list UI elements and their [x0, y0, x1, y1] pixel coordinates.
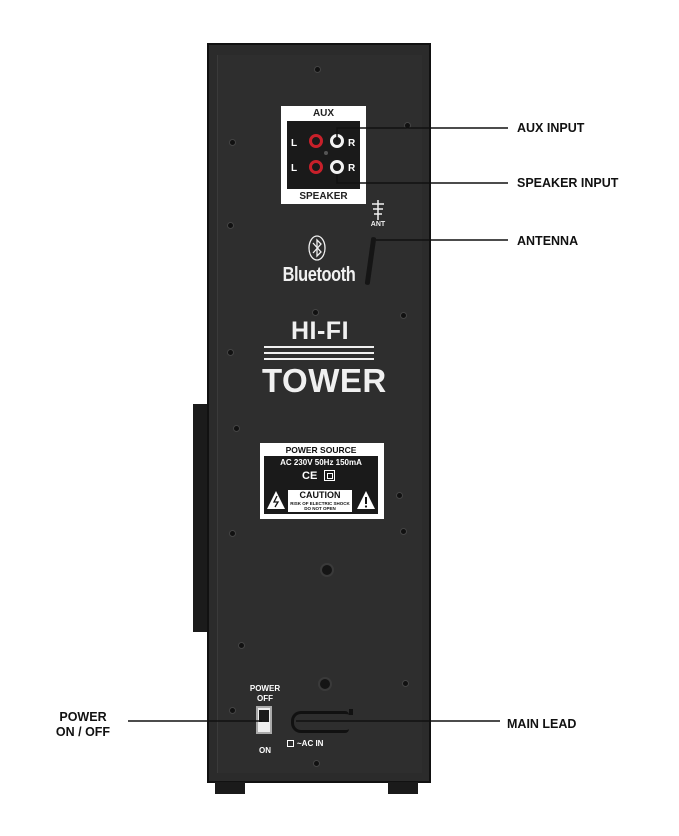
ce-mark: CE	[302, 470, 318, 482]
power-callout-line-1: POWER	[59, 710, 107, 724]
screw	[318, 677, 332, 691]
logo-stripe	[264, 352, 374, 354]
ac-in-label: ~AC IN	[297, 739, 324, 748]
screw	[396, 492, 403, 499]
caution-title: CAUTION	[299, 490, 341, 500]
ac-in-icon	[287, 740, 294, 747]
screw	[229, 530, 236, 537]
power-spec: AC 230V 50Hz 150mA	[280, 458, 362, 467]
screw	[313, 760, 320, 767]
screw	[400, 312, 407, 319]
aux-title: AUX	[312, 108, 335, 119]
aux-input-callout: AUX INPUT	[517, 121, 585, 135]
speaker-left-jack[interactable]	[309, 160, 323, 174]
screw	[312, 309, 319, 316]
power-callout-line-2: ON / OFF	[55, 725, 111, 739]
speaker-input-leader	[336, 175, 508, 184]
main-lead-callout: MAIN LEAD	[507, 717, 577, 731]
cable-end	[349, 709, 353, 715]
jack-plate	[287, 121, 360, 189]
aux-left-jack[interactable]	[309, 134, 323, 148]
antenna-label: ANT	[370, 221, 386, 228]
speaker-input-callout: SPEAKER INPUT	[517, 176, 619, 190]
speaker-left-label: L	[291, 163, 298, 174]
caution-line-1: RISK OF ELECTRIC SHOCK	[290, 501, 350, 506]
hifi-logo-text: HI-FI	[290, 317, 350, 345]
speaker-title: SPEAKER	[299, 191, 348, 202]
logo-stripe	[264, 358, 374, 360]
on-label: ON	[259, 746, 271, 755]
power-switch-rocker[interactable]	[259, 710, 269, 722]
screw	[229, 139, 236, 146]
screw	[400, 528, 407, 535]
jack-plate-screw	[324, 151, 328, 155]
screw	[320, 563, 334, 577]
double-insulation-icon	[324, 470, 335, 481]
bluetooth-icon	[308, 235, 326, 261]
screw	[233, 425, 240, 432]
caution-line-2: DO NOT OPEN	[304, 506, 336, 511]
screw	[227, 222, 234, 229]
lightning-warning-icon	[267, 491, 285, 509]
speaker-right-label: R	[348, 163, 356, 174]
aux-left-label: L	[291, 138, 298, 149]
tower-foot-left	[215, 782, 245, 794]
power-source-title: POWER SOURCE	[285, 445, 357, 455]
bluetooth-logo-text: Bluetooth	[282, 264, 356, 286]
aux-input-leader	[336, 127, 508, 140]
speaker-right-jack[interactable]	[330, 160, 344, 174]
tower-side-panel	[193, 404, 211, 632]
logo-stripe	[264, 346, 374, 348]
screw	[227, 349, 234, 356]
exclamation-warning-icon	[357, 491, 375, 509]
tower-logo-text: TOWER	[262, 362, 387, 399]
screw	[229, 707, 236, 714]
screw	[402, 680, 409, 687]
aux-right-label: R	[348, 138, 356, 149]
screw	[314, 66, 321, 73]
antenna-callout: ANTENNA	[517, 234, 579, 248]
main-lead-cable[interactable]	[291, 711, 349, 733]
screw	[238, 642, 245, 649]
antenna-icon	[372, 200, 384, 220]
tower-foot-right	[388, 782, 418, 794]
power-off-label: POWER OFF	[249, 684, 281, 703]
caution-box	[288, 490, 352, 512]
